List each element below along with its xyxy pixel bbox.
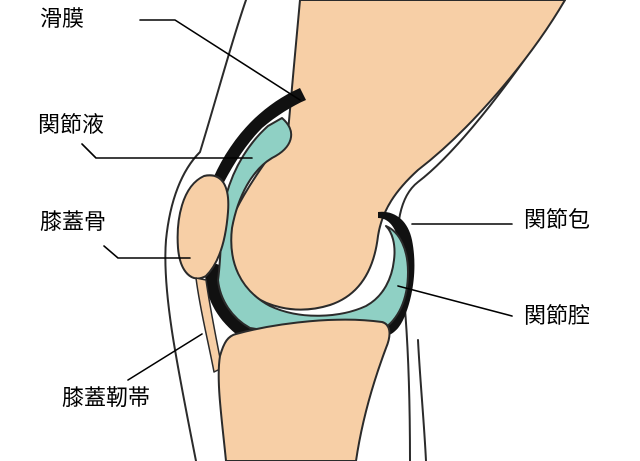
thigh-back-outline [396, 0, 566, 461]
label-patella: 膝蓋骨 [40, 210, 107, 235]
leader-lines [81, 19, 513, 381]
thigh-front-outline [164, 0, 247, 461]
leader-ligament [127, 333, 203, 381]
patella [176, 174, 230, 280]
tibia [217, 318, 391, 461]
leader-patella [103, 245, 191, 259]
leg-skin-outline [164, 0, 566, 461]
label-synovial-fluid: 関節液 [38, 113, 105, 138]
leader-cavity [397, 285, 513, 317]
capsule-back [378, 211, 415, 337]
leader-fluid [81, 143, 253, 159]
synovial-fluid [217, 117, 409, 339]
label-synovium: 滑膜 [40, 7, 85, 32]
label-joint-cavity: 関節腔 [524, 304, 591, 329]
label-joint-capsule: 関節包 [524, 208, 591, 233]
calf-back-outline [417, 339, 427, 461]
capsule-upper-front [210, 88, 306, 190]
label-patellar-ligament: 膝蓋靭帯 [62, 386, 151, 411]
leader-synovium [139, 19, 301, 101]
